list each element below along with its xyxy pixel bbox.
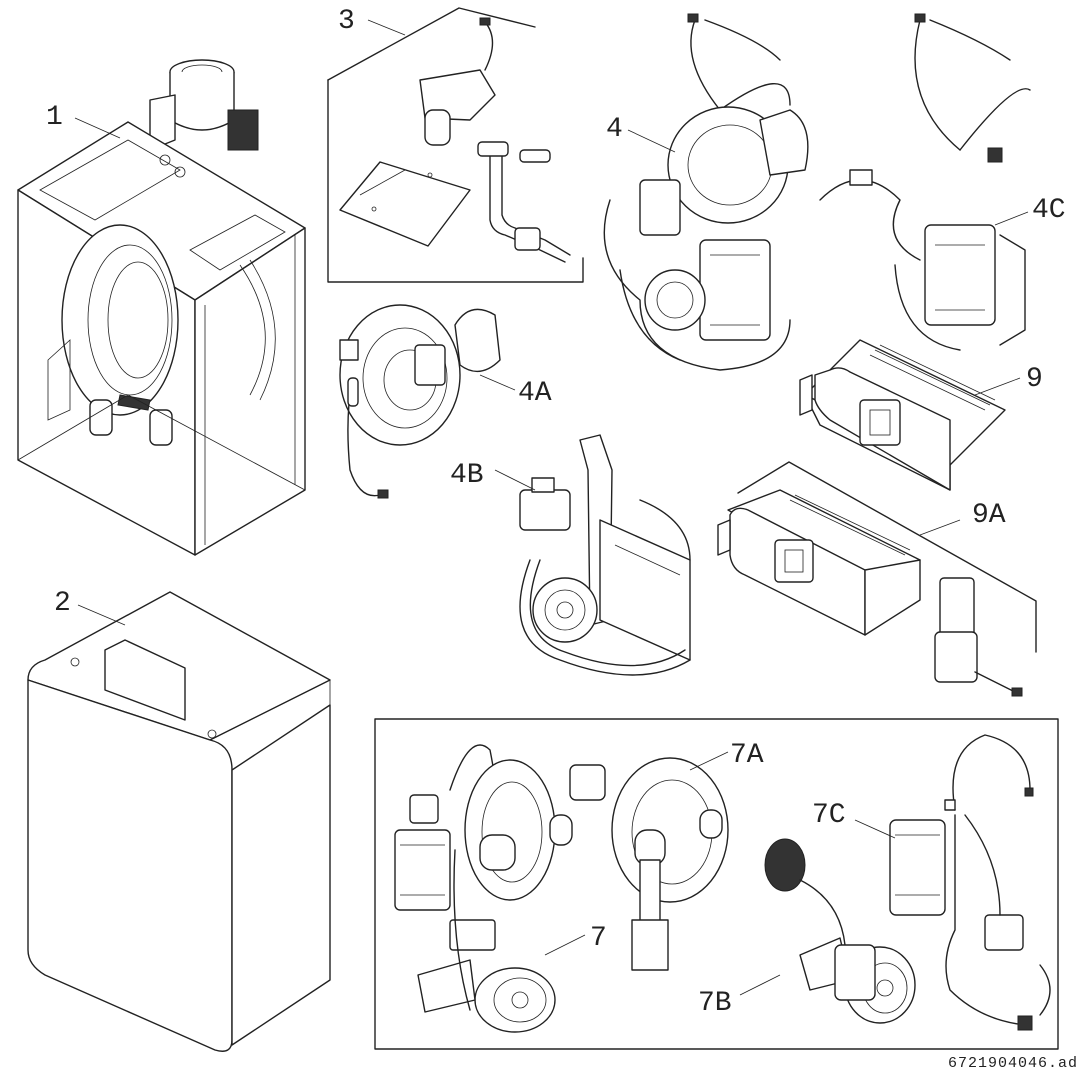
part-9-control-panel [799, 339, 1006, 491]
callout-9: 9 [1026, 364, 1043, 395]
part-1-chassis [17, 59, 306, 556]
part-2-cover [27, 591, 331, 1052]
leader-line-7a [689, 751, 729, 771]
leader-line-7c [854, 819, 896, 839]
callout-4: 4 [606, 114, 623, 145]
callout-9a: 9A [972, 500, 1006, 531]
callout-7c: 7C [812, 800, 846, 831]
document-id: 6721904046.ad [947, 1055, 1078, 1072]
part-3-gas-valve-kit [327, 7, 584, 283]
part-4b-gas-valve-fan [519, 434, 691, 676]
part-7a-burner-door [569, 757, 729, 971]
leader-line-7b [739, 974, 781, 996]
part-9a-control-kit [717, 461, 1037, 697]
callout-4b: 4B [450, 460, 484, 491]
part-7-burner-fan [394, 744, 573, 1033]
callout-2: 2 [54, 588, 71, 619]
leader-line-2 [77, 604, 126, 626]
callout-7a: 7A [730, 740, 764, 771]
callout-4c: 4C [1032, 195, 1066, 226]
callout-3: 3 [338, 6, 355, 37]
part-4-burner-fan [603, 13, 809, 371]
leader-line-3 [367, 19, 406, 36]
leader-line-4 [627, 129, 676, 153]
leader-line-4c [994, 211, 1029, 226]
leader-line-4b [494, 469, 536, 491]
callout-4a: 4A [518, 378, 552, 409]
part-4c-control-harness [819, 13, 1031, 351]
callout-7: 7 [590, 923, 607, 954]
leader-line-7 [544, 934, 586, 956]
kit-7-frame [374, 718, 1059, 1050]
part-7c-control-harness [889, 734, 1051, 1031]
part-4a-burner-door [339, 304, 501, 499]
leader-line-1 [74, 117, 121, 139]
callout-1: 1 [46, 102, 63, 133]
leader-line-4a [479, 374, 516, 391]
part-7b-fan-motor [764, 838, 916, 1024]
callout-7b: 7B [698, 988, 732, 1019]
leader-line-9a [919, 519, 961, 536]
leader-line-9 [974, 377, 1021, 396]
